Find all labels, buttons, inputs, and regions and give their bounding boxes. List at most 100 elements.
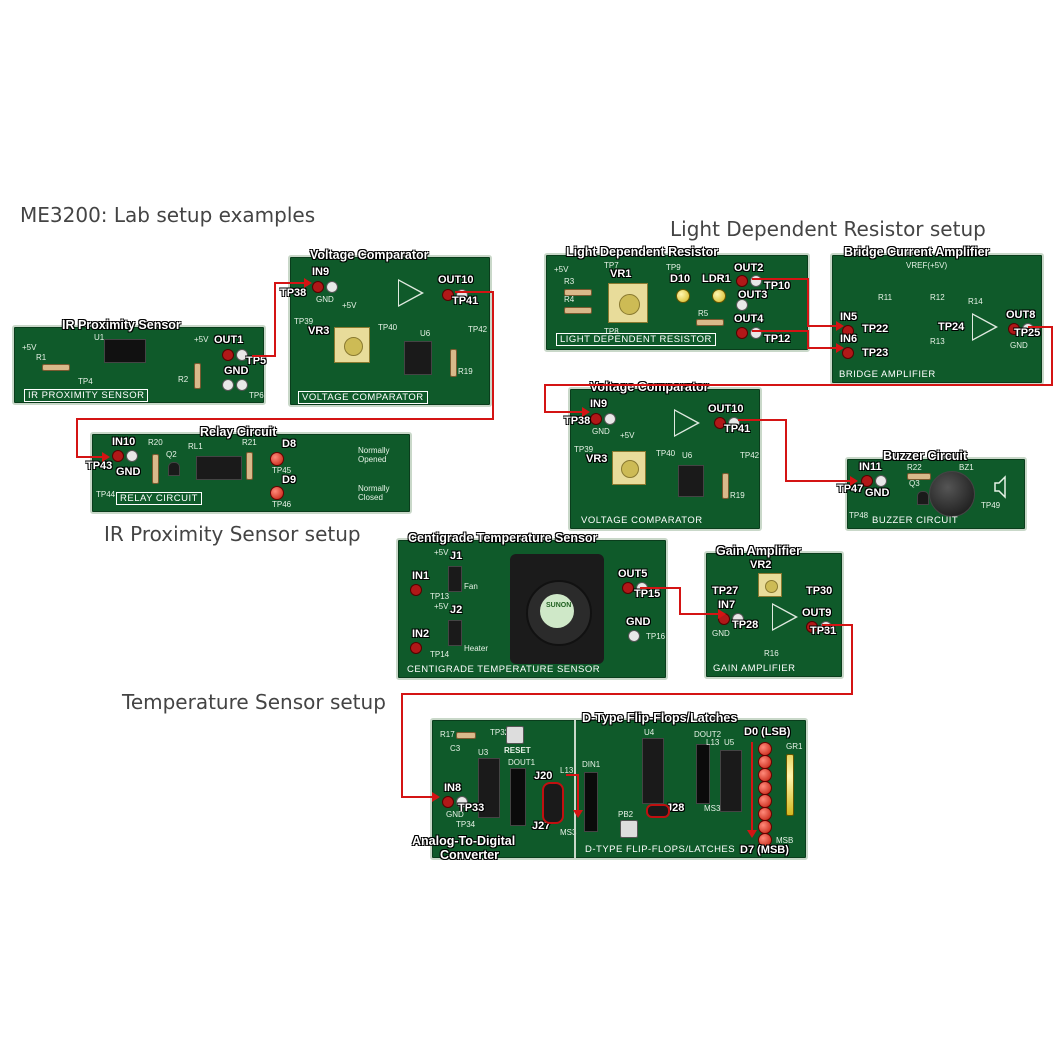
tp42-label: TP42 <box>740 451 760 460</box>
vr3-potentiometer[interactable] <box>334 327 370 363</box>
ms3-label: MS3 <box>560 828 577 837</box>
d0-lsb-label: D0 (LSB) <box>744 726 791 738</box>
reset-button[interactable] <box>506 726 524 744</box>
in2-pin[interactable] <box>410 642 422 654</box>
r13-label: R13 <box>930 337 945 346</box>
bridge-amplifier-board: Bridge Current Amplifier VREF(+5V) R11 R… <box>830 245 1044 385</box>
resistor-r17 <box>456 732 476 739</box>
in10-label: IN10 <box>112 436 136 448</box>
in9-pin[interactable] <box>590 413 602 425</box>
in8-label: IN8 <box>444 782 462 794</box>
tp45-label: TP45 <box>272 466 292 475</box>
in5-pin[interactable] <box>842 325 854 337</box>
opamp-symbol <box>772 603 798 631</box>
vr1-potentiometer[interactable] <box>608 283 648 323</box>
tp44-label: TP44 <box>96 490 116 499</box>
out1-pin-2[interactable] <box>236 349 248 361</box>
in9-pin-2[interactable] <box>604 413 616 425</box>
vr1-label: VR1 <box>610 268 632 280</box>
out4-pin[interactable] <box>736 327 748 339</box>
tp43-label: TP43 <box>86 460 113 472</box>
vref-label: VREF(+5V) <box>906 261 948 270</box>
tp28-label: TP28 <box>732 619 759 631</box>
gnd-label: GND <box>224 365 249 377</box>
out5-pin[interactable] <box>622 582 634 594</box>
tp39-label: TP39 <box>574 445 594 454</box>
out10-pin[interactable] <box>714 417 726 429</box>
c3-label: C3 <box>450 744 461 753</box>
out1-pin[interactable] <box>222 349 234 361</box>
j1-jumper[interactable] <box>448 566 462 592</box>
tp34-label: TP34 <box>456 820 476 829</box>
vr2-label: VR2 <box>750 559 772 571</box>
r14-label: R14 <box>968 297 983 306</box>
in5-label: IN5 <box>840 311 858 323</box>
tp15-label: TP15 <box>634 588 661 600</box>
gnd-pin[interactable] <box>628 630 640 642</box>
dout1-label: DOUT1 <box>508 758 536 767</box>
tp10-label: TP10 <box>764 280 791 292</box>
out10-pin[interactable] <box>442 289 454 301</box>
in11-pin-2[interactable] <box>875 475 887 487</box>
adc-dff-board: R17 C3 TP32 RESET U3 DOUT1 J20 J27 L13 M… <box>412 711 808 862</box>
in7-pin-2[interactable] <box>732 613 744 625</box>
out9-pin[interactable] <box>806 621 818 633</box>
board-title: D-Type Flip-Flops/Latches <box>582 711 738 725</box>
tp48-label: TP48 <box>849 511 869 520</box>
led-bargraph <box>786 754 794 816</box>
led-d9 <box>270 486 284 500</box>
r4-label: R4 <box>564 295 575 304</box>
resistor-r1 <box>42 364 70 371</box>
tp47-label: TP47 <box>837 483 864 495</box>
board-footer: BRIDGE AMPLIFIER <box>839 369 936 380</box>
opamp-symbol <box>972 313 998 341</box>
in8-pin[interactable] <box>442 796 454 808</box>
out2-pin[interactable] <box>736 275 748 287</box>
u4-label: U4 <box>644 728 655 737</box>
in6-pin[interactable] <box>842 347 854 359</box>
temperature-sensor-board: Centigrade Temperature Sensor +5V J1 Fan… <box>396 531 668 680</box>
in9-pin-2[interactable] <box>326 281 338 293</box>
in8-pin-2[interactable] <box>456 796 468 808</box>
pb2-button[interactable] <box>620 820 638 838</box>
gnd-pin-2[interactable] <box>236 379 248 391</box>
wire-j27-j20 <box>566 774 579 810</box>
in1-label: IN1 <box>412 570 430 582</box>
voltage-label: +5V <box>194 335 209 344</box>
in10-pin[interactable] <box>112 450 124 462</box>
gnd-label: GND <box>592 427 610 436</box>
u4-chip <box>642 738 664 804</box>
out3-pin[interactable] <box>736 299 748 311</box>
out8-pin[interactable] <box>1008 323 1020 335</box>
in11-pin[interactable] <box>861 475 873 487</box>
board-title: Voltage Comparator <box>590 380 709 394</box>
j2-jumper[interactable] <box>448 620 462 646</box>
board-footer: VOLTAGE COMPARATOR <box>298 391 428 404</box>
l13-label: L13 <box>706 738 720 747</box>
in11-label: IN11 <box>859 461 882 473</box>
out10-pin-2[interactable] <box>728 417 740 429</box>
normally-closed-label: Normally Closed <box>358 484 390 502</box>
board-title: Relay Circuit <box>200 425 277 439</box>
din1-label: DIN1 <box>582 760 601 769</box>
board-title: Centigrade Temperature Sensor <box>408 531 598 545</box>
wire-bridge-to-comparator <box>544 326 1053 413</box>
gr1-label: GR1 <box>786 742 803 751</box>
resistor-r2 <box>194 363 201 389</box>
gnd-pin[interactable] <box>222 379 234 391</box>
j1-label: J1 <box>450 550 463 562</box>
tp40-label: TP40 <box>656 449 676 458</box>
in9-pin[interactable] <box>312 281 324 293</box>
q3-transistor <box>917 491 929 505</box>
tp13-label: TP13 <box>430 592 450 601</box>
j28-jumper[interactable] <box>646 804 670 818</box>
heater-label: Heater <box>464 644 489 653</box>
in1-pin[interactable] <box>410 584 422 596</box>
vr3-potentiometer[interactable] <box>612 451 646 485</box>
fan-brand-label: SUNON <box>546 602 572 609</box>
vr2-potentiometer[interactable] <box>758 573 782 597</box>
in10-pin-2[interactable] <box>126 450 138 462</box>
j2-label: J2 <box>450 604 463 616</box>
jumper-array[interactable] <box>542 782 564 824</box>
